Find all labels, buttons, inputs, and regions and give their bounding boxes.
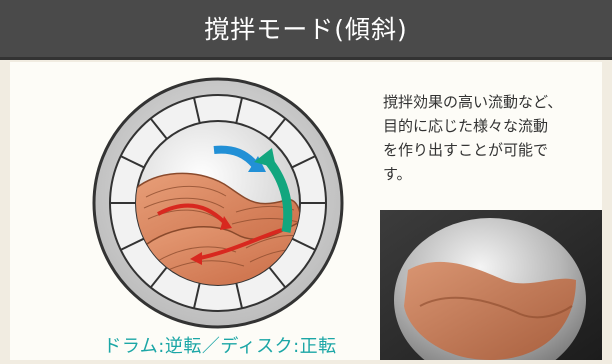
drum-segment-divider (149, 117, 168, 140)
material-arrow-2 (199, 228, 283, 260)
header-bar: 撹拌モード(傾斜) (0, 0, 612, 60)
disc-rotation-arrow (213, 145, 260, 169)
description-line: す。 (383, 165, 412, 183)
mixer-diagram-svg (92, 77, 344, 329)
material-arrowhead-2 (190, 252, 202, 265)
drum-segment-divider (120, 155, 145, 169)
description-line: 目的に応じた様々な流動 (383, 117, 549, 135)
drum-segment-divider (235, 97, 244, 124)
description-line: 撹拌効果の高い流動など、 (383, 93, 563, 111)
drum-segment-divider (291, 155, 316, 169)
drum-segment-divider (268, 117, 287, 140)
description-line: を作り出すことが可能で (383, 141, 549, 159)
drum-segment-divider (235, 282, 244, 309)
diagram-caption: ドラム:逆転／ディスク:正転 (103, 336, 337, 357)
photo-powder-ridge (419, 296, 573, 319)
drum-segment-divider (268, 266, 287, 289)
drum-segments (110, 97, 326, 309)
drum-segment-divider (192, 282, 201, 309)
drum-segment-divider (192, 97, 201, 124)
disc-rotation-arrowhead (248, 156, 266, 172)
mixer-diagram (86, 72, 350, 334)
mixer-photo (380, 210, 602, 364)
drum-segment-divider (291, 237, 316, 251)
drum-rotation-arrowhead (254, 148, 276, 168)
drum-segment-divider (120, 237, 145, 251)
drum-segment-divider (149, 266, 168, 289)
material-arrow-1 (157, 203, 226, 224)
content-panel: ドラム:逆転／ディスク:正転 撹拌効果の高い流動など、 目的に応じた様々な流動 … (10, 62, 602, 364)
description-text: 撹拌効果の高い流動など、 目的に応じた様々な流動 を作り出すことが可能で す。 (383, 90, 597, 186)
photo-powder (404, 261, 576, 360)
material-arrowhead-1 (220, 216, 232, 230)
mixer-photo-svg (380, 210, 602, 364)
page-title: 撹拌モード(傾斜) (204, 15, 408, 44)
